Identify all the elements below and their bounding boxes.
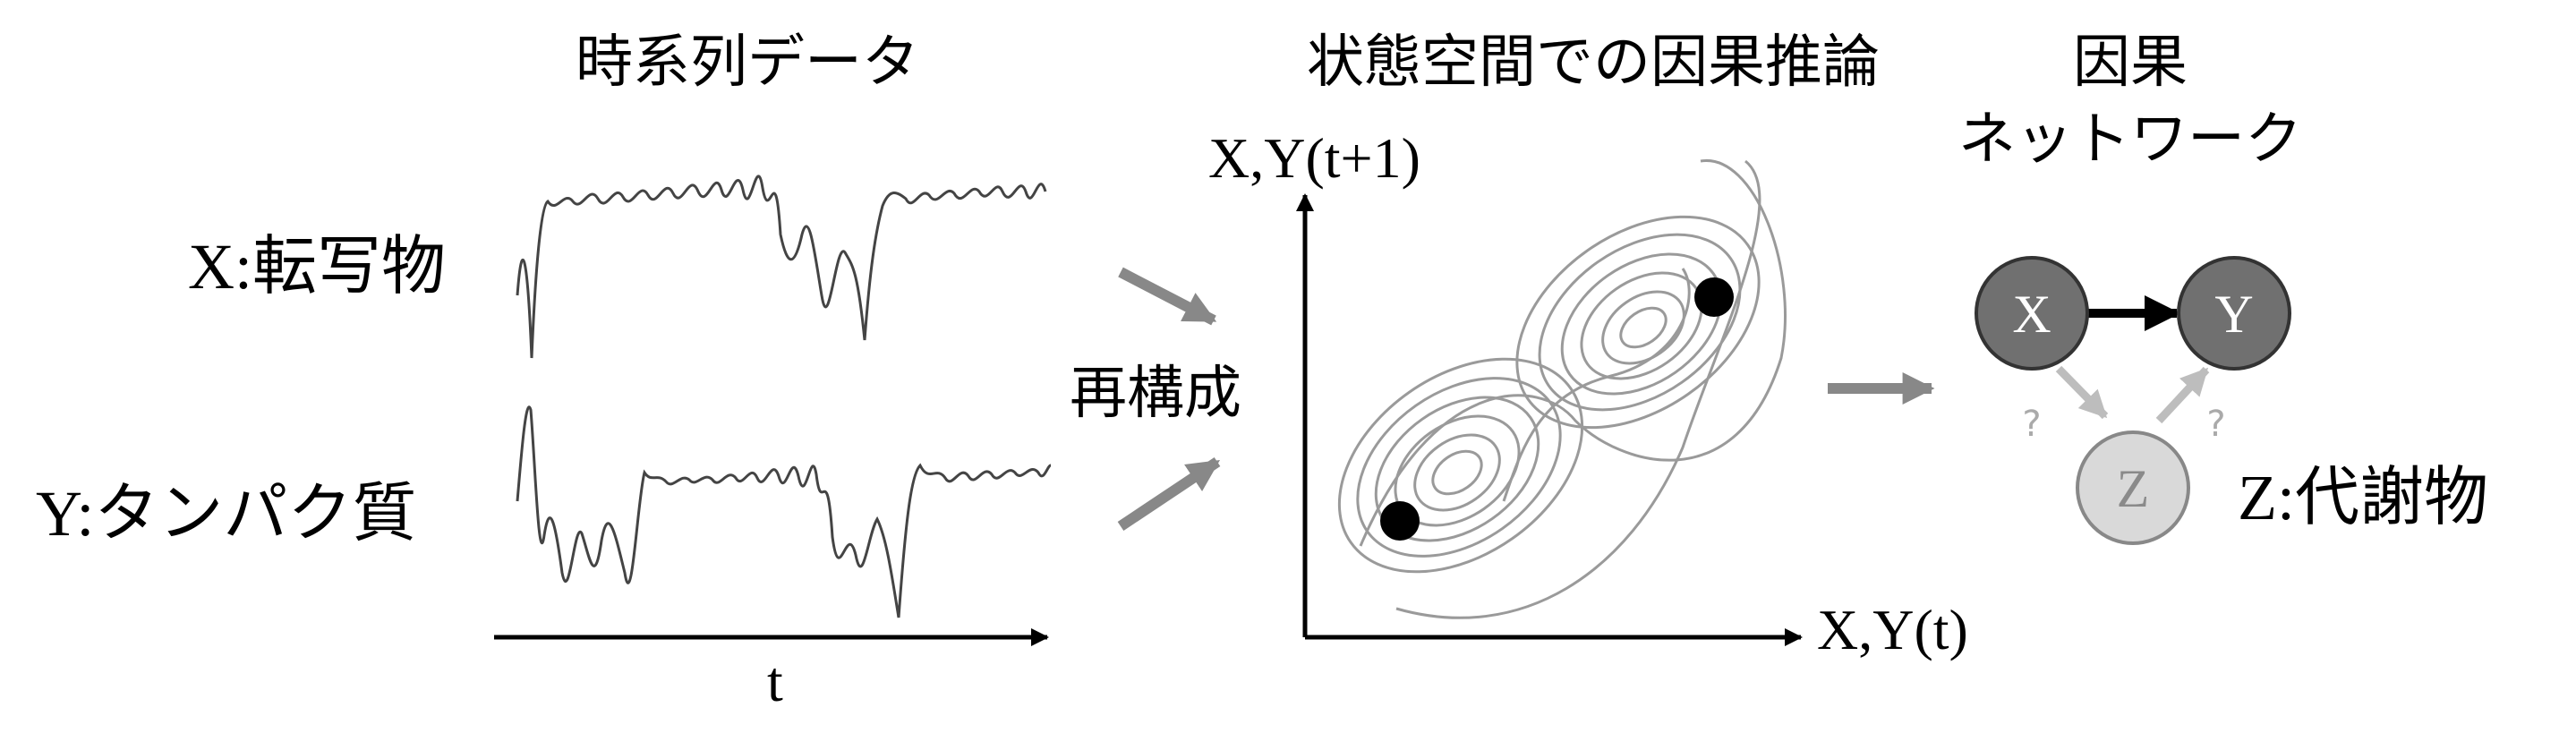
unknown-left-mark: ? (2022, 404, 2041, 445)
causal-heading-line1: 因果 (2073, 30, 2188, 96)
edge-z-to-y (2155, 366, 2210, 424)
causal-heading-line2: ネットワーク (1958, 107, 2302, 173)
node-y-label: Y (2214, 285, 2253, 344)
node-y (2177, 256, 2291, 371)
reconstruct-label: 再構成 (1070, 361, 1241, 427)
reconstruct-arrow-upper (1118, 267, 1217, 326)
state-point-upper (1694, 277, 1734, 317)
state-space-y-axis-label: X,Y(t+1) (1208, 126, 1420, 190)
state-point-lower (1380, 501, 1420, 541)
unknown-right-mark: ? (2206, 404, 2225, 445)
node-x (1975, 256, 2089, 371)
series-x-label: X:転写物 (188, 231, 447, 303)
node-z (2076, 430, 2190, 545)
state-space-x-axis-label: X,Y(t) (1817, 598, 1968, 661)
edge-x-to-z (2055, 365, 2109, 420)
series-x-trace (516, 175, 1047, 359)
series-y-trace (516, 405, 1052, 618)
attractor (1337, 159, 1787, 619)
reconstruct-arrow-lower (1117, 457, 1221, 531)
node-z-label: Z (2117, 459, 2150, 518)
timeseries-heading: 時系列データ (576, 30, 919, 96)
state-space-heading: 状態空間での因果推論 (1307, 30, 1880, 96)
node-x-label: X (2012, 285, 2051, 344)
series-y-label: Y:タンパク質 (36, 478, 417, 550)
z-metabolite-label: Z:代謝物 (2238, 462, 2488, 533)
time-axis-label: t (767, 650, 783, 713)
